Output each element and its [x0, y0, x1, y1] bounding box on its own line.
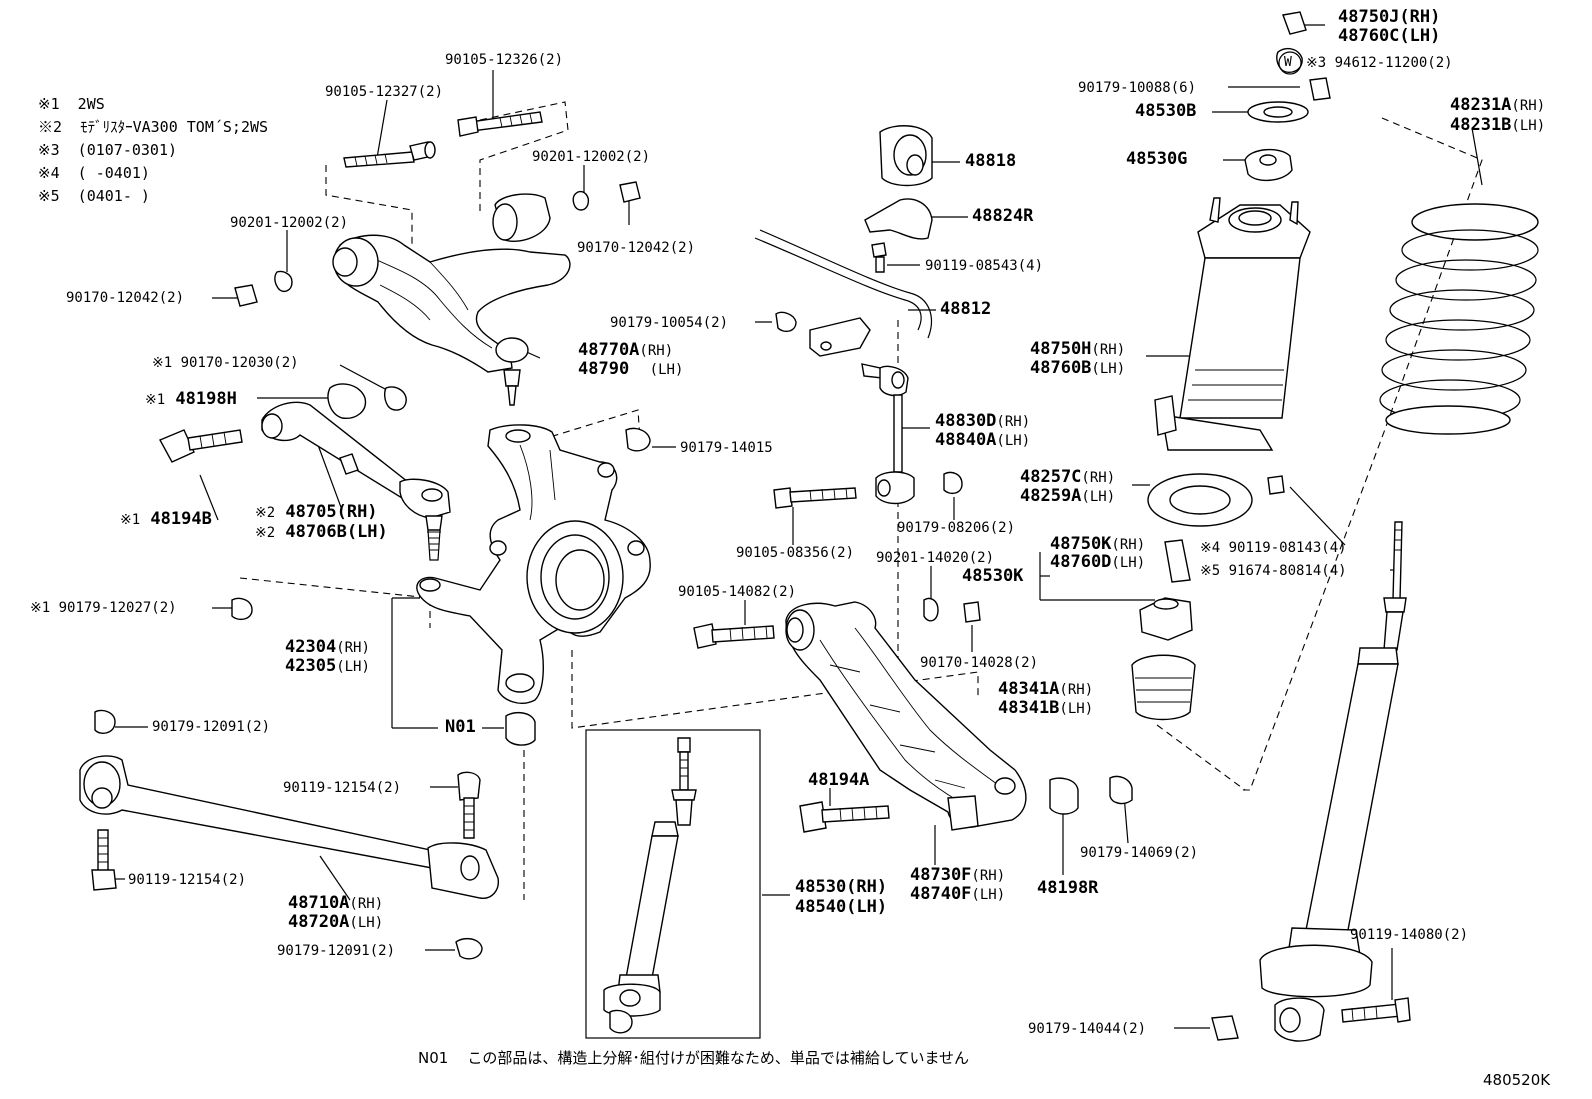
part-label-48830D: 48830D(RH) — [935, 411, 1031, 431]
part-label-48790: 48790 (LH) — [578, 359, 684, 379]
part-label-48740F: 48740F(LH) — [910, 884, 1006, 904]
part-label: ※1 90179-12027(2) — [30, 600, 177, 616]
part-label-48750J: 48750J(RH) — [1338, 7, 1441, 27]
part-label: ※1 90170-12030(2) — [152, 355, 299, 371]
stabilizer-bar — [754, 125, 933, 357]
note-1: ※1 2WS — [38, 95, 105, 113]
part-label: 90179-12091(2) — [277, 943, 396, 959]
part-label-48760D: 48760D(LH) — [1050, 552, 1146, 572]
footer-n01-note: N01 この部品は、構造上分解･組付けが困難なため、単品では補給していません — [418, 1049, 969, 1067]
washer-symbol-icon — [1278, 51, 1302, 75]
part-label-48257C: 48257C(RH) — [1020, 467, 1116, 487]
part-label-48706B: ※2 48706B(LH) — [255, 522, 388, 542]
stabilizer-link — [773, 363, 963, 509]
part-label: 90179-10054(2) — [610, 315, 729, 331]
part-label-48231A: 48231A(RH) — [1450, 95, 1546, 115]
part-label-48818: 48818 — [965, 151, 1017, 171]
part-label-48259A: 48259A(LH) — [1020, 486, 1116, 506]
part-label: ※4 90119-08143(4) — [1200, 540, 1347, 556]
part-label-48730F: 48730F(RH) — [910, 865, 1006, 885]
part-label-48341B: 48341B(LH) — [998, 698, 1094, 718]
lower-control-arm — [693, 597, 1133, 833]
part-label-48194B: ※1 48194B — [120, 509, 212, 529]
part-label: 90179-10088(6) — [1078, 80, 1197, 96]
note-4: ※4 ( -0401) — [38, 164, 150, 182]
toe-control-rod — [159, 383, 451, 561]
part-label: 90201-12002(2) — [230, 215, 349, 231]
part-label: 90179-14069(2) — [1080, 845, 1199, 861]
note-5: ※5 (0401- ) — [38, 187, 150, 205]
part-label-48540: 48540(LH) — [795, 897, 888, 917]
part-label-48750K: 48750K(RH) — [1050, 534, 1146, 554]
part-label-48760C: 48760C(LH) — [1338, 26, 1441, 46]
part-label: 90201-12002(2) — [532, 149, 651, 165]
shock-absorber-box — [585, 729, 761, 1039]
part-label-48840A: 48840A(LH) — [935, 430, 1031, 450]
part-label-48530B: 48530B — [1135, 101, 1197, 121]
part-label: ※3 94612-11200(2) — [1306, 55, 1453, 71]
part-label-48530G: 48530G — [1126, 149, 1188, 169]
part-label: 90179-14015 — [680, 440, 773, 456]
upper-arm-bolts — [234, 111, 641, 307]
part-label-48720A: 48720A(LH) — [288, 912, 384, 932]
part-label-48770A: 48770A(RH) — [578, 340, 674, 360]
part-label-48198R: 48198R — [1037, 878, 1099, 898]
part-label: 90119-14080(2) — [1350, 927, 1469, 943]
part-label-48194A: 48194A — [808, 770, 870, 790]
part-label-48812: 48812 — [940, 299, 992, 319]
part-label-48710A: 48710A(RH) — [288, 893, 384, 913]
washer-letter: W — [1284, 55, 1292, 70]
part-label-48530K: 48530K — [962, 566, 1024, 586]
part-label: 90170-14028(2) — [920, 655, 1039, 671]
part-label: 90119-12154(2) — [128, 872, 247, 888]
part-label: 90170-12042(2) — [577, 240, 696, 256]
part-label: 90105-08356(2) — [736, 545, 855, 561]
part-label: 90105-12326(2) — [445, 52, 564, 68]
part-label: 90119-12154(2) — [283, 780, 402, 796]
rear-shock-absorber — [1211, 521, 1411, 1042]
part-label: 90105-14082(2) — [678, 584, 797, 600]
spring-seat-parts — [1131, 473, 1253, 721]
figure-code: 480520K — [1483, 1071, 1551, 1089]
part-label-48341A: 48341A(RH) — [998, 679, 1094, 699]
note-3: ※3 (0107-0301) — [38, 141, 178, 159]
part-label-48530: 48530(RH) — [795, 877, 888, 897]
part-label-48750H: 48750H(RH) — [1030, 339, 1126, 359]
coil-spring — [1379, 203, 1539, 435]
part-label-42305: 42305(LH) — [285, 656, 370, 676]
upper-control-arm — [332, 193, 571, 406]
part-label-48198H: ※1 48198H — [145, 389, 237, 409]
part-label: 90105-12327(2) — [325, 84, 444, 100]
part-label: ※5 91674-80814(4) — [1200, 563, 1347, 579]
part-label: 90179-14044(2) — [1028, 1021, 1147, 1037]
steering-knuckle — [231, 424, 651, 746]
part-label: 90179-12091(2) — [152, 719, 271, 735]
part-label-42304: 42304(RH) — [285, 637, 370, 657]
part-label: 90179-08206(2) — [897, 520, 1016, 536]
part-label-48824R: 48824R — [972, 206, 1034, 226]
strut-top-parts — [1244, 11, 1331, 181]
part-label: 90119-08543(4) — [925, 258, 1044, 274]
note-2: ※2 ﾓﾃﾞﾘｽﾀｰVA300 TOM´S;2WS — [38, 118, 269, 136]
part-label: 90170-12042(2) — [66, 290, 185, 306]
part-label: 90201-14020(2) — [876, 550, 995, 566]
air-strut — [1154, 197, 1311, 495]
part-label-48760B: 48760B(LH) — [1030, 358, 1126, 378]
lower-arm-48710A — [79, 709, 499, 960]
part-label-N01: N01 — [445, 717, 476, 737]
part-label-48231B: 48231B(LH) — [1450, 115, 1546, 135]
leader-lines — [112, 24, 1483, 1029]
part-label-48705: ※2 48705(RH) — [255, 502, 378, 522]
